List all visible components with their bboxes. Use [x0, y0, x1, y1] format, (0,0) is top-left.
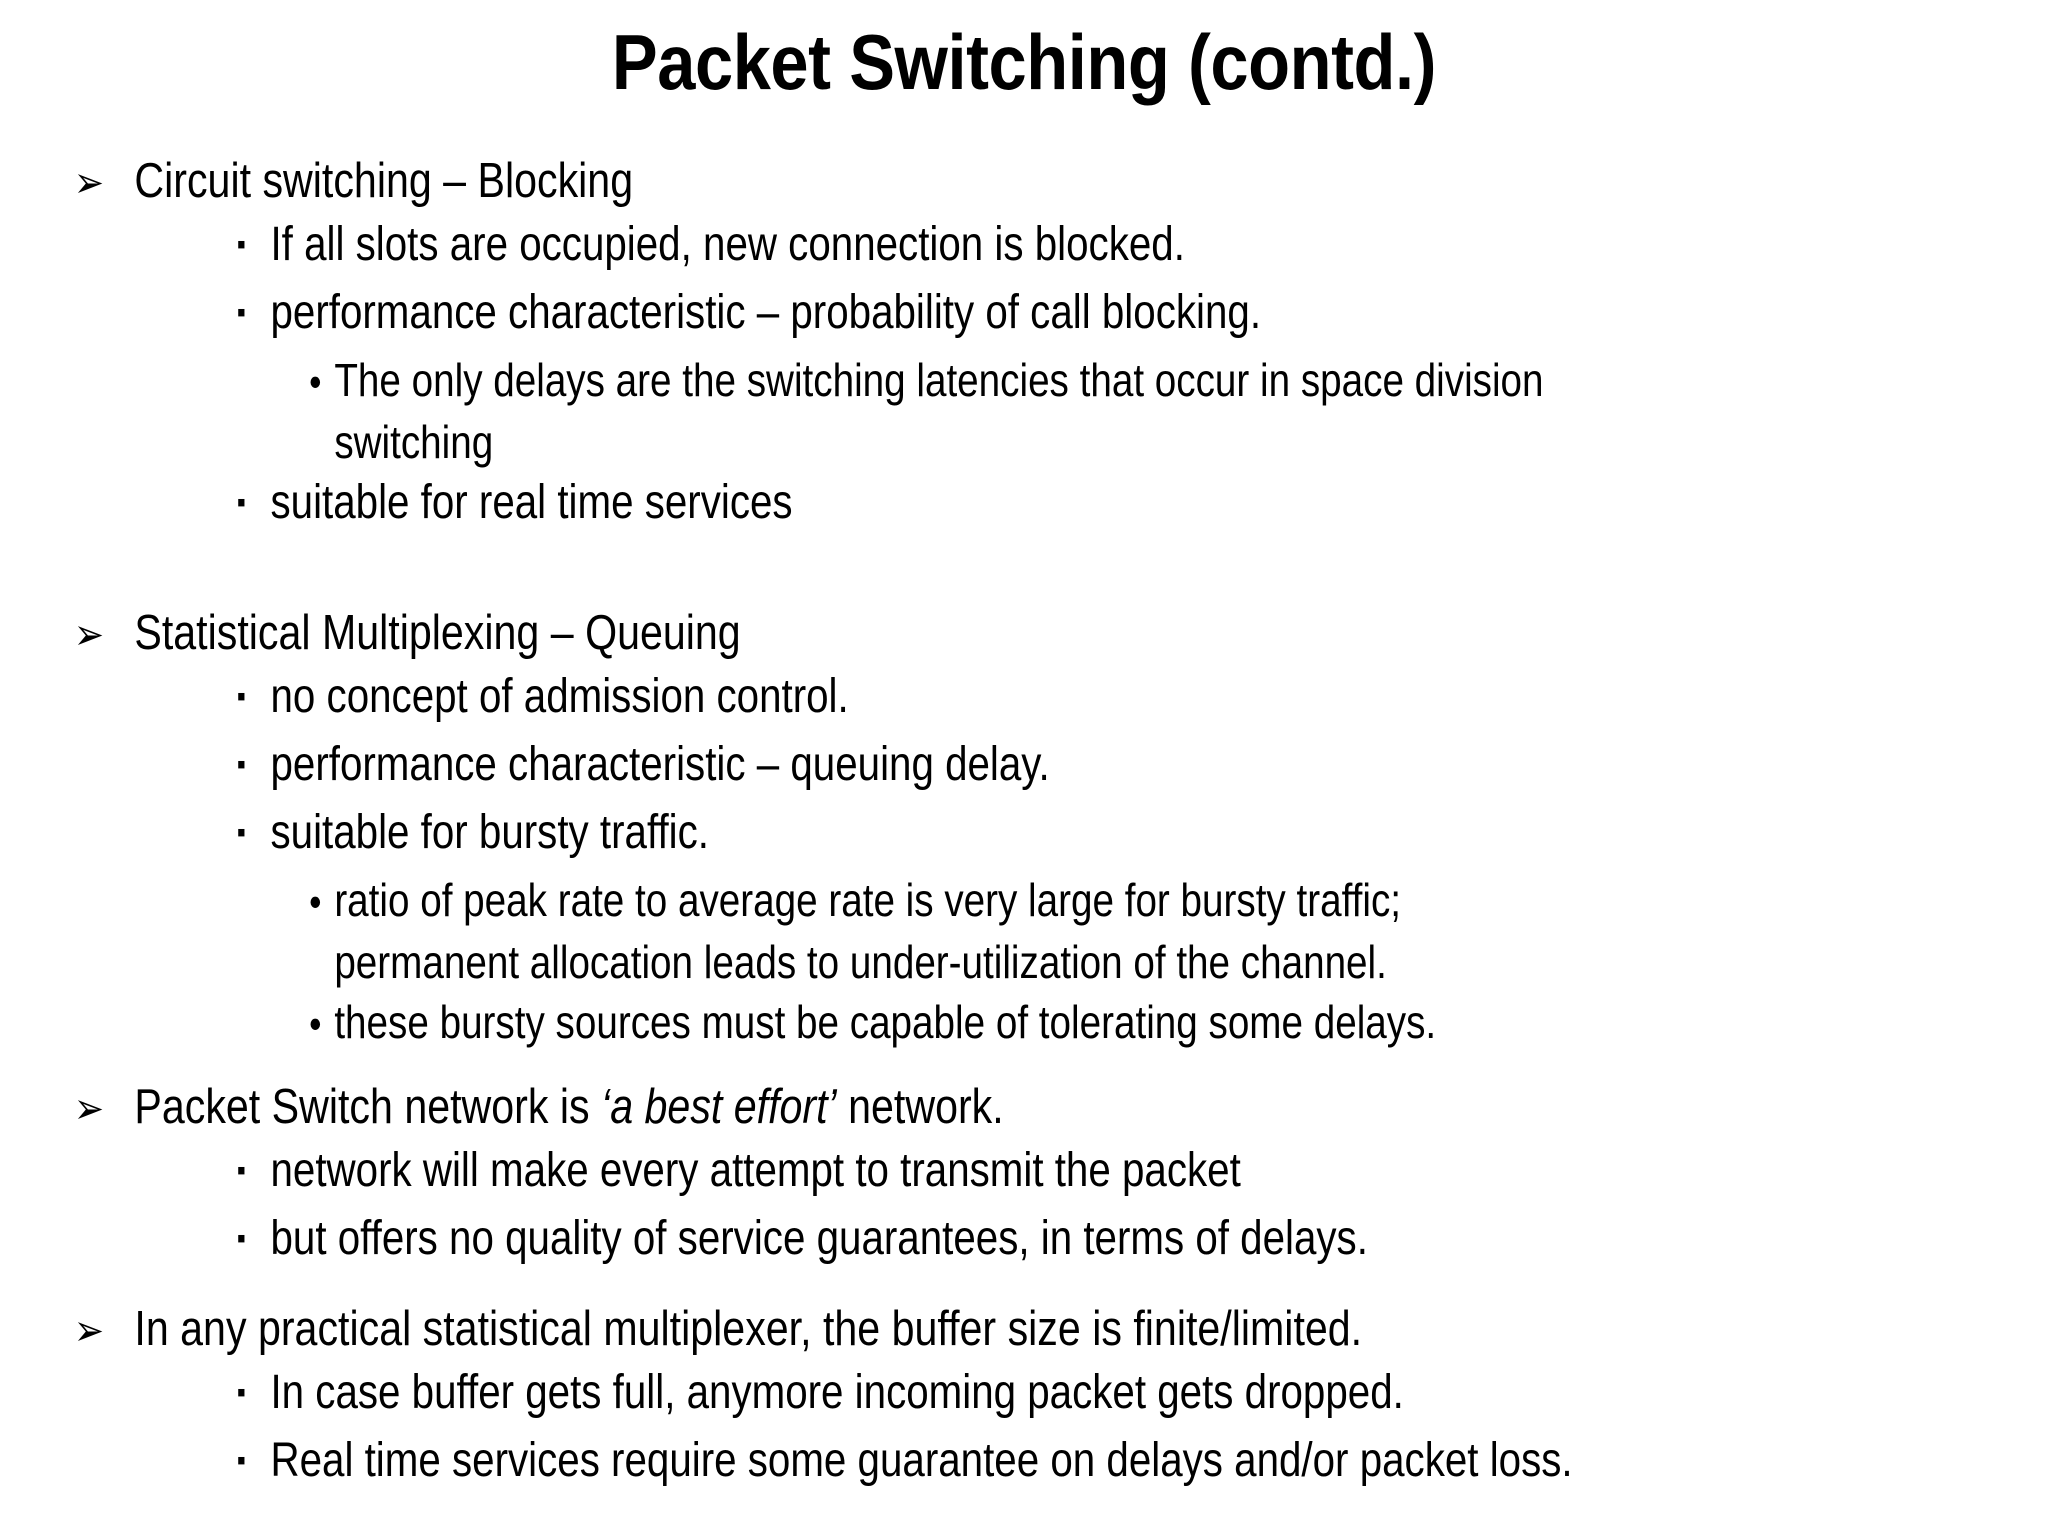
emphasis-phrase: ‘a best effort’	[601, 1080, 837, 1134]
bullet-text: switching	[334, 416, 494, 468]
arrowhead-bullet-icon: ➢	[73, 611, 105, 659]
bullet-text: but offers no quality of service guarant…	[270, 1212, 1368, 1265]
bullet-item-level-3: • The only delays are the switching laten…	[0, 350, 1720, 412]
bullet-text: suitable for bursty traffic.	[270, 806, 709, 859]
bullet-text: these bursty sources must be capable of …	[334, 996, 1437, 1048]
dot-bullet-icon: •	[309, 1000, 322, 1047]
bullet-text: ratio of peak rate to average rate is ve…	[334, 874, 1402, 926]
square-bullet-icon: ▪	[236, 1444, 246, 1477]
bullet-item-level-1: ➢ Circuit switching – Blocking	[0, 150, 1720, 214]
bullet-text: suitable for real time services	[270, 476, 793, 529]
bullet-item-level-2: ▪ network will make every attempt to tran…	[0, 1140, 1720, 1208]
bullet-text: If all slots are occupied, new connectio…	[270, 218, 1185, 271]
bullet-item-level-2: ▪ performance characteristic – queuing de…	[0, 734, 1720, 802]
slide-body: ➢ Circuit switching – Blocking ▪ If all slo…	[0, 150, 2048, 1498]
bullet-item-level-2: ▪ no concept of admission control.	[0, 666, 1720, 734]
bullet-item-level-2: ▪ suitable for real time services	[0, 472, 1720, 540]
bullet-text: network will make every attempt to trans…	[270, 1144, 1241, 1197]
blank-line	[0, 540, 2048, 602]
blank-line	[0, 1276, 2048, 1298]
bullet-item-level-3: • these bursty sources must be capable of…	[0, 992, 1720, 1054]
bullet-text: performance characteristic – queuing del…	[270, 738, 1050, 791]
square-bullet-icon: ▪	[236, 680, 246, 713]
blank-line	[0, 1054, 2048, 1076]
bullet-item-level-1: ➢ Packet Switch network is ‘a best effort…	[0, 1076, 1720, 1140]
plain-phrase: Packet Switch network is	[134, 1080, 602, 1134]
bullet-item-level-2: ▪ Real time services require some guarant…	[0, 1430, 1720, 1498]
bullet-item-level-2: ▪ In case buffer gets full, anymore incom…	[0, 1362, 1720, 1430]
arrowhead-bullet-icon: ➢	[73, 159, 105, 207]
bullet-item-level-2: ▪ but offers no quality of service guaran…	[0, 1208, 1720, 1276]
bullet-text: Circuit switching – Blocking	[134, 154, 634, 208]
bullet-text: Statistical Multiplexing – Queuing	[134, 606, 741, 660]
bullet-text: Packet Switch network is ‘a best effort’…	[134, 1076, 1003, 1138]
square-bullet-icon: ▪	[236, 486, 246, 519]
bullet-text: The only delays are the switching latenc…	[334, 354, 1544, 406]
dot-bullet-icon: •	[309, 358, 322, 405]
bullet-item-level-2: ▪ suitable for bursty traffic.	[0, 802, 1720, 870]
bullet-item-level-2: ▪ performance characteristic – probabilit…	[0, 282, 1720, 350]
dot-bullet-icon: •	[309, 878, 322, 925]
square-bullet-icon: ▪	[236, 1222, 246, 1255]
bullet-item-level-1: ➢ In any practical statistical multiplexe…	[0, 1298, 1720, 1362]
square-bullet-icon: ▪	[236, 1376, 246, 1409]
square-bullet-icon: ▪	[236, 296, 246, 329]
square-bullet-icon: ▪	[236, 228, 246, 261]
bullet-item-level-3: switching	[0, 412, 1720, 472]
arrowhead-bullet-icon: ➢	[73, 1085, 105, 1133]
bullet-text: performance characteristic – probability…	[270, 286, 1262, 339]
bullet-text: In any practical statistical multiplexer…	[134, 1302, 1363, 1356]
bullet-text: Real time services require some guarante…	[270, 1434, 1573, 1487]
bullet-text: permanent allocation leads to under-util…	[334, 936, 1387, 988]
bullet-text: no concept of admission control.	[270, 670, 849, 723]
bullet-item-level-2: ▪ If all slots are occupied, new connecti…	[0, 214, 1720, 282]
arrowhead-bullet-icon: ➢	[73, 1307, 105, 1355]
square-bullet-icon: ▪	[236, 748, 246, 781]
bullet-text: In case buffer gets full, anymore incomi…	[270, 1366, 1404, 1419]
square-bullet-icon: ▪	[236, 816, 246, 849]
bullet-item-level-3: permanent allocation leads to under-util…	[0, 932, 1720, 992]
plain-phrase: network.	[836, 1080, 1004, 1134]
bullet-item-level-3: • ratio of peak rate to average rate is v…	[0, 870, 1720, 932]
square-bullet-icon: ▪	[236, 1154, 246, 1187]
page-title: Packet Switching (contd.)	[611, 18, 1437, 106]
bullet-item-level-1: ➢ Statistical Multiplexing – Queuing	[0, 602, 1720, 666]
